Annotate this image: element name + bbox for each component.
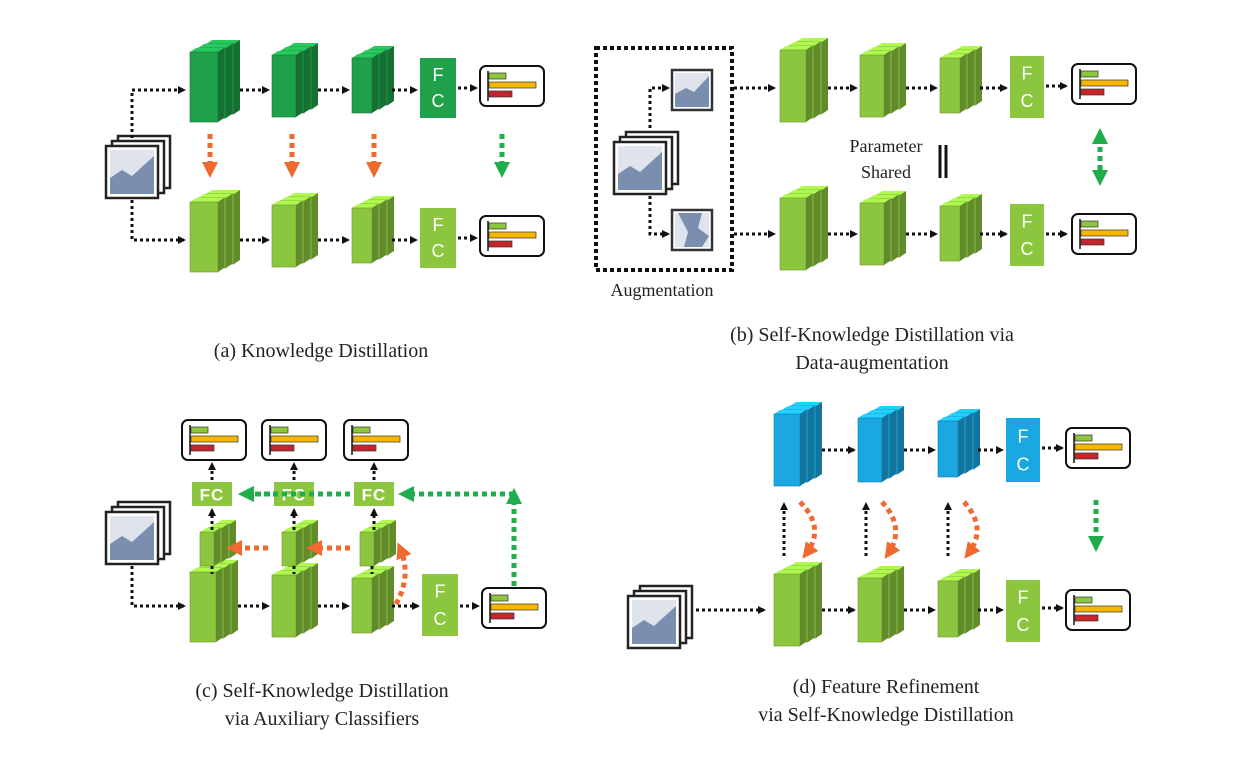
fc-layer-icon: FC	[274, 482, 314, 506]
feature-map-icon	[859, 43, 906, 118]
prediction-bar-icon	[479, 215, 545, 257]
flow-arrow	[130, 566, 186, 610]
flow-arrow	[130, 200, 186, 244]
distill-arrow-icon	[393, 542, 412, 606]
prediction-bar-icon	[1065, 427, 1131, 469]
image-icon	[670, 68, 714, 112]
fc-layer-icon: FC	[1006, 580, 1040, 642]
feature-map-icon	[857, 566, 904, 643]
feature-map-icon	[199, 520, 236, 567]
fc-layer-icon: FC	[354, 482, 394, 506]
svg-text:F: F	[1022, 64, 1033, 84]
distill-arrow-icon	[880, 500, 901, 559]
image-icon	[670, 208, 714, 252]
feature-map-icon	[281, 520, 318, 567]
feature-map-icon	[859, 191, 906, 266]
svg-text:F: F	[1018, 588, 1029, 608]
fc-layer-icon: FC	[192, 482, 232, 506]
prediction-bar-icon	[479, 65, 545, 107]
fc-layer-icon: FC	[1010, 56, 1044, 118]
feature-map-icon	[189, 40, 240, 123]
image-stack-icon	[626, 584, 694, 650]
caption-c-line2: via Auxiliary Classifiers	[225, 708, 420, 730]
prediction-bar-icon	[1071, 63, 1137, 105]
shared-label: Shared	[861, 162, 911, 182]
prediction-bar-icon	[261, 419, 327, 461]
caption-a: (a) Knowledge Distillation	[214, 340, 428, 362]
image-stack-icon	[104, 500, 172, 566]
prediction-bar-icon	[1065, 589, 1131, 631]
feature-map-icon	[359, 520, 396, 567]
feature-map-icon	[857, 406, 904, 483]
svg-text:F: F	[433, 215, 444, 235]
caption-c-line1: (c) Self-Knowledge Distillation	[195, 680, 448, 702]
svg-text:C: C	[434, 609, 447, 629]
feature-map-icon	[271, 563, 318, 638]
svg-text:FC: FC	[200, 486, 225, 505]
fc-layer-icon: FC	[1010, 204, 1044, 266]
prediction-bar-icon	[343, 419, 409, 461]
feature-map-icon	[189, 560, 238, 643]
caption-b-line2: Data-augmentation	[795, 352, 948, 374]
prediction-bar-icon	[481, 587, 547, 629]
prediction-bar-icon	[1071, 213, 1137, 255]
distill-arrow-icon	[962, 500, 981, 559]
caption-d-line1: (d) Feature Refinement	[793, 676, 980, 698]
svg-text:F: F	[435, 582, 446, 602]
feature-map-icon	[773, 402, 822, 487]
feature-map-icon	[937, 569, 980, 638]
feature-map-icon	[939, 194, 982, 262]
flow-arrow	[130, 86, 186, 138]
feature-map-icon	[779, 38, 828, 123]
feature-map-icon	[271, 193, 318, 268]
fc-layer-icon: FC	[422, 574, 458, 636]
flow-arrow	[648, 84, 670, 128]
feature-map-icon	[939, 46, 982, 114]
svg-text:F: F	[1018, 426, 1029, 446]
feature-map-icon	[351, 566, 394, 634]
svg-text:C: C	[432, 241, 445, 261]
feature-map-icon	[779, 186, 828, 271]
feature-map-icon	[937, 409, 980, 478]
image-stack-icon	[104, 134, 172, 200]
svg-text:C: C	[1021, 91, 1034, 111]
svg-text:C: C	[1017, 615, 1030, 635]
feature-map-icon	[271, 43, 318, 118]
svg-text:C: C	[1017, 454, 1030, 474]
fc-layer-icon: FC	[1006, 418, 1040, 482]
caption-d-line2: via Self-Knowledge Distillation	[758, 704, 1014, 726]
svg-text:F: F	[433, 65, 444, 85]
image-stack-icon	[612, 130, 680, 196]
flow-arrow	[648, 196, 670, 238]
caption-b-line1: (b) Self-Knowledge Distillation via	[730, 324, 1014, 346]
feature-map-icon	[351, 46, 394, 114]
augmentation-box	[594, 46, 734, 272]
svg-text:F: F	[1022, 212, 1033, 232]
feature-map-icon	[773, 562, 822, 647]
feature-map-icon	[351, 196, 394, 264]
svg-text:C: C	[1021, 239, 1034, 259]
distill-arrow-icon	[798, 500, 819, 559]
fc-layer-icon: FC	[420, 58, 456, 118]
fc-layer-icon: FC	[420, 208, 456, 268]
prediction-bar-icon	[181, 419, 247, 461]
feature-map-icon	[189, 190, 240, 273]
parameter-label: Parameter	[850, 136, 923, 156]
augmentation-label: Augmentation	[611, 280, 714, 300]
svg-text:FC: FC	[362, 486, 387, 505]
svg-text:C: C	[432, 91, 445, 111]
